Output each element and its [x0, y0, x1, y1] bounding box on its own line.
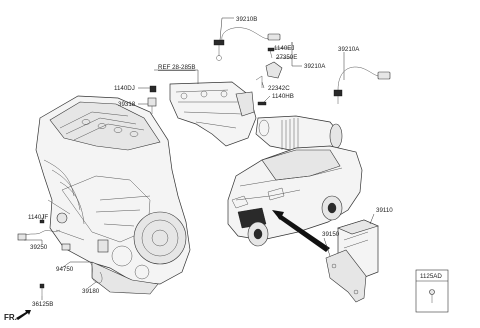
screw-icon	[429, 289, 435, 303]
sensor-bracket	[265, 47, 283, 79]
ecu-bracket	[325, 249, 367, 303]
catalytic-converter	[255, 115, 343, 153]
label-1140dj: 1140DJ	[114, 85, 135, 92]
label-94750: 94750	[56, 266, 74, 273]
label-39318: 39318	[118, 101, 136, 108]
label-39210b: 39210B	[236, 16, 257, 23]
label-ref: REF 28-285B	[158, 64, 196, 71]
vehicle-illustration	[227, 145, 363, 247]
label-1125ad: 1125AD	[420, 273, 442, 280]
stud-bolt	[255, 75, 267, 106]
label-36125b: 36125B	[32, 301, 53, 308]
label-39180: 39180	[82, 288, 100, 295]
label-39150: 39150	[322, 231, 340, 238]
label-22342c: 22342C	[268, 85, 290, 92]
label-39250: 39250	[30, 244, 48, 251]
label-1140ej: 1140EJ	[274, 45, 295, 52]
label-39210a-top: 39210A	[338, 46, 360, 53]
label-front-direction: FR.	[4, 313, 17, 322]
cam-position-sensor	[147, 85, 157, 114]
label-39210a-mid: 39210A	[304, 63, 326, 70]
label-1140hb: 1140HB	[272, 93, 294, 100]
engine-block	[35, 95, 191, 295]
exhaust-manifold	[169, 81, 257, 147]
label-39110: 39110	[376, 207, 393, 214]
leader-lines	[24, 17, 375, 300]
oxygen-sensor-rear	[333, 66, 391, 104]
oxygen-sensor-front	[213, 27, 281, 61]
location-arrow-head	[272, 210, 284, 220]
front-arrow-icon	[16, 310, 31, 320]
location-arrow	[278, 214, 330, 252]
label-1140jf: 1140JF	[28, 214, 48, 221]
label-27350e: 27350E	[276, 54, 297, 61]
